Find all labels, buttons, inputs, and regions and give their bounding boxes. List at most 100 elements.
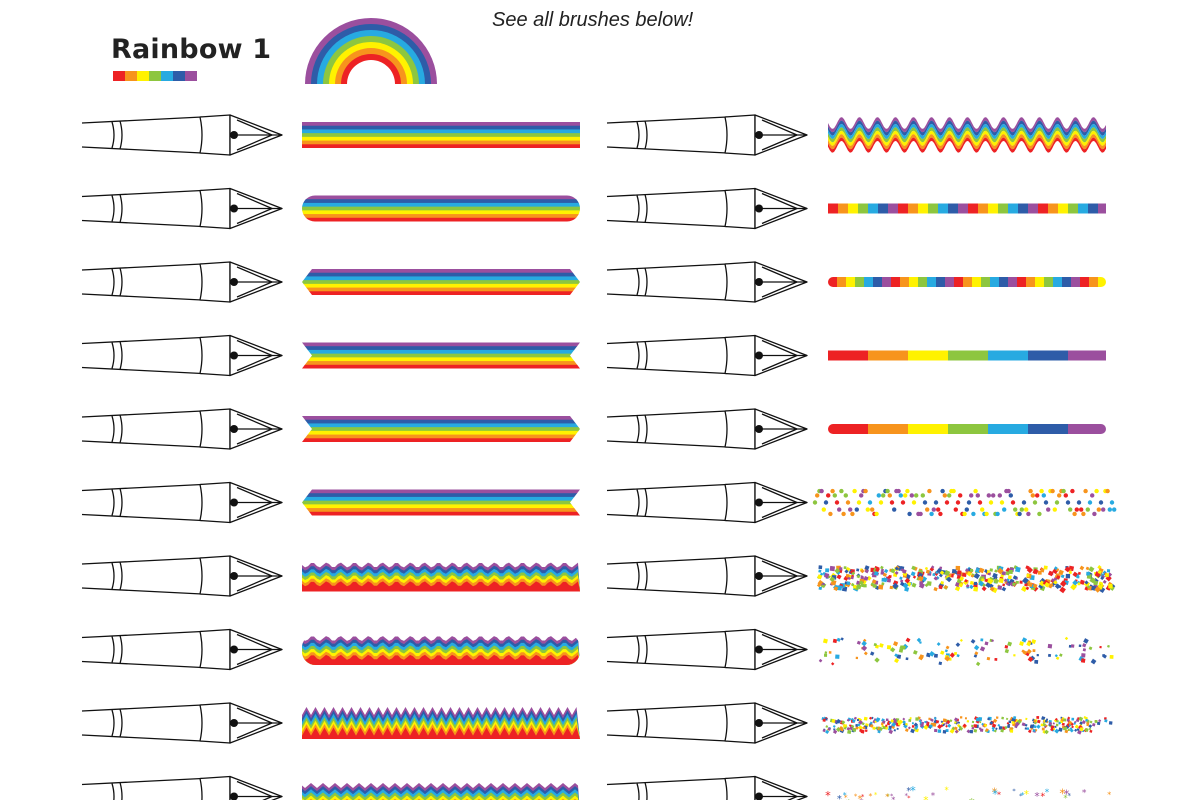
brush-stroke: [302, 269, 580, 295]
brush-stroke: [828, 203, 1106, 214]
brush-row-right: [606, 114, 1106, 156]
brush-stroke: [302, 636, 580, 665]
svg-text:*: *: [885, 791, 889, 800]
brush-stroke: ****************************************…: [825, 784, 1111, 800]
svg-text:*: *: [861, 793, 865, 800]
brush-stroke: [302, 195, 580, 222]
svg-text:*: *: [923, 795, 928, 800]
pen-nib-icon: [606, 187, 808, 230]
pen-nib-icon: [606, 481, 808, 524]
pen-nib-icon: [606, 261, 808, 303]
svg-text:*: *: [997, 790, 1001, 800]
brush-row-left: [81, 408, 580, 450]
brush-stroke: [302, 783, 580, 800]
svg-text:*: *: [904, 791, 908, 800]
svg-text:*: *: [890, 793, 893, 800]
pen-nib-icon: [606, 702, 808, 744]
svg-text:*: *: [1034, 790, 1040, 800]
palette-chip: [173, 71, 185, 81]
svg-text:*: *: [992, 787, 998, 800]
svg-text:*: *: [1082, 787, 1087, 798]
brush-row-right: [606, 481, 1117, 524]
pen-nib-icon: [606, 775, 808, 800]
palette-chip: [185, 71, 197, 81]
brush-stroke: [818, 636, 1114, 667]
svg-text:*: *: [1107, 790, 1111, 799]
brush-stroke: [302, 562, 580, 592]
pen-nib-icon: [81, 555, 283, 597]
svg-text:*: *: [1042, 799, 1047, 800]
svg-text:*: *: [910, 784, 916, 797]
brush-stroke: [812, 488, 1117, 517]
brush-stroke: [302, 416, 580, 442]
rainbow-icon: [305, 18, 437, 84]
svg-text:*: *: [843, 791, 847, 800]
svg-text:*: *: [843, 798, 849, 800]
brush-stroke: [821, 716, 1113, 735]
pen-nib-icon: [81, 408, 283, 450]
brush-row-left: [81, 702, 580, 744]
svg-text:*: *: [1024, 790, 1029, 800]
pen-nib-icon: [81, 334, 283, 377]
svg-text:*: *: [1063, 794, 1067, 800]
brush-row-left: [81, 187, 580, 230]
svg-text:*: *: [969, 796, 975, 800]
palette-chip: [161, 71, 173, 81]
svg-text:*: *: [992, 785, 998, 799]
palette-chip: [125, 71, 137, 81]
see-brushes-note: See all brushes below!: [492, 9, 694, 31]
svg-text:*: *: [1020, 790, 1024, 800]
brush-row-right: [606, 628, 1114, 671]
svg-text:*: *: [848, 799, 854, 800]
pen-nib-icon: [81, 481, 283, 524]
palette-chip: [137, 71, 149, 81]
svg-text:*: *: [868, 792, 872, 800]
brush-row-left: [81, 775, 580, 800]
brush-stroke: [828, 117, 1106, 153]
brush-stroke: [302, 122, 580, 148]
brush-row-left: [81, 261, 580, 303]
pen-nib-icon: [606, 555, 808, 597]
brush-row-left: [81, 555, 580, 597]
svg-text:*: *: [858, 794, 863, 800]
svg-text:*: *: [837, 794, 842, 800]
brush-stroke: [828, 350, 1106, 361]
pen-nib-icon: [606, 628, 808, 671]
pen-nib-icon: [606, 114, 808, 156]
brush-row-left: [81, 334, 580, 377]
pen-nib-icon: [81, 775, 283, 800]
brush-row-right: [606, 408, 1106, 450]
brush-row-right: [606, 187, 1106, 230]
svg-text:*: *: [1019, 793, 1022, 800]
svg-text:*: *: [1064, 787, 1070, 800]
brush-stroke: [302, 489, 580, 516]
pen-nib-icon: [606, 334, 808, 377]
brush-row-right: [606, 702, 1113, 744]
svg-text:*: *: [844, 793, 848, 800]
svg-text:*: *: [846, 798, 850, 800]
palette-swatch: [113, 71, 197, 81]
svg-text:*: *: [1084, 798, 1088, 800]
brush-row-right: ****************************************…: [606, 775, 1111, 800]
svg-text:*: *: [1059, 786, 1065, 800]
svg-text:*: *: [886, 791, 890, 800]
pen-nib-icon: [81, 628, 283, 671]
svg-text:*: *: [854, 792, 858, 800]
svg-text:*: *: [891, 795, 895, 800]
pen-nib-icon: [81, 114, 283, 156]
brush-stroke: [816, 565, 1116, 594]
svg-text:*: *: [1045, 788, 1050, 798]
palette-chip: [113, 71, 125, 81]
svg-text:*: *: [907, 794, 911, 800]
pen-nib-icon: [81, 187, 283, 230]
pen-nib-icon: [81, 702, 283, 744]
svg-text:*: *: [945, 785, 949, 795]
brush-stroke: [828, 424, 1106, 434]
svg-text:*: *: [931, 791, 935, 800]
svg-text:*: *: [1040, 792, 1045, 800]
brush-stroke: [302, 342, 580, 369]
pen-nib-icon: [81, 261, 283, 303]
palette-chip: [149, 71, 161, 81]
brush-row-right: [606, 555, 1116, 597]
